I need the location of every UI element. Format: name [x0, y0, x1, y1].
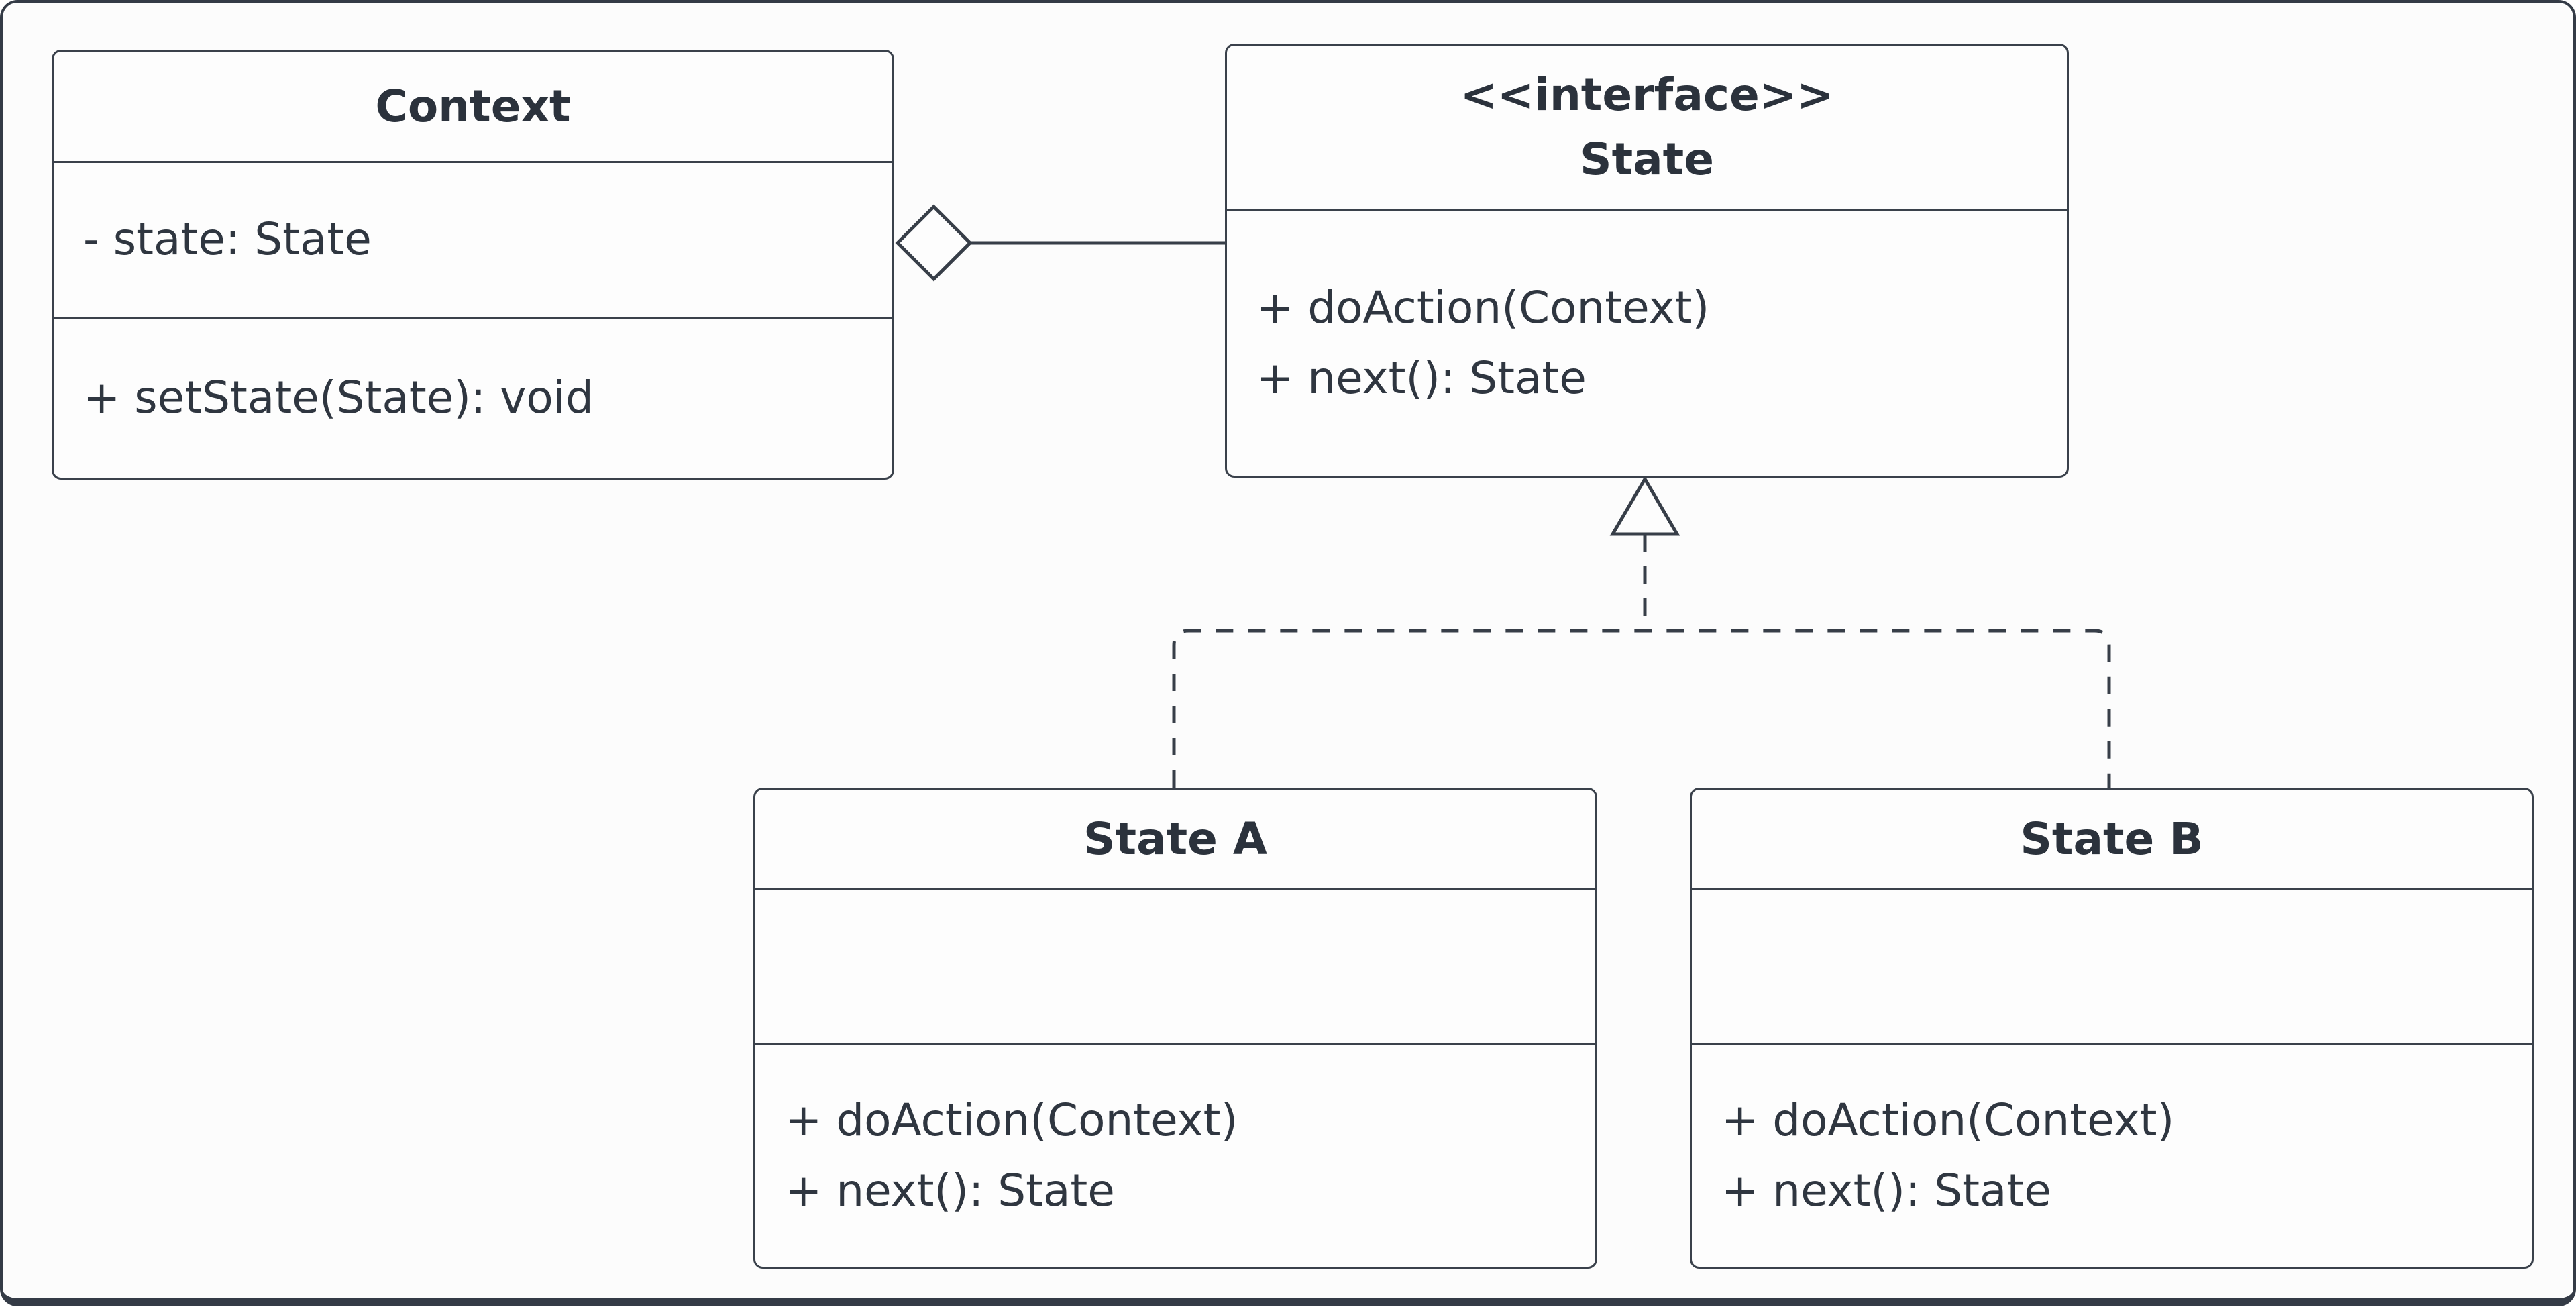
- class-method: + next(): State: [785, 1164, 1115, 1216]
- class-method: + doAction(Context): [1721, 1094, 2175, 1147]
- class-box-state-a[interactable]: State A + doAction(Context) + next(): St…: [753, 788, 1597, 1269]
- class-box-state-b[interactable]: State B + doAction(Context) + next(): St…: [1690, 788, 2534, 1269]
- class-method: + doAction(Context): [785, 1094, 1238, 1147]
- class-attributes-context: - state: State: [54, 161, 892, 317]
- class-methods-state-a: + doAction(Context) + next(): State: [755, 1043, 1595, 1267]
- class-title-state-interface: <<interface>> State: [1227, 46, 2067, 209]
- class-name: Context: [375, 80, 571, 132]
- class-box-state-interface[interactable]: <<interface>> State + doAction(Context) …: [1225, 44, 2069, 478]
- class-method: + setState(State): void: [83, 372, 594, 424]
- realization-edge-states-to-interface[interactable]: [1172, 476, 2111, 788]
- class-name: State B: [2020, 813, 2204, 865]
- aggregation-edge-context-state[interactable]: [895, 204, 1225, 282]
- class-method: + next(): State: [1721, 1164, 2051, 1216]
- class-method: + doAction(Context): [1256, 282, 1710, 334]
- class-name: State A: [1083, 813, 1267, 865]
- class-attributes-state-a: [755, 888, 1595, 1043]
- class-stereotype: <<interface>>: [1460, 68, 1834, 121]
- class-attributes-state-b: [1692, 888, 2532, 1043]
- class-methods-context: + setState(State): void: [54, 317, 892, 478]
- class-box-context[interactable]: Context - state: State + setState(State)…: [52, 50, 894, 480]
- class-methods-state-interface: + doAction(Context) + next(): State: [1227, 209, 2067, 476]
- class-methods-state-b: + doAction(Context) + next(): State: [1692, 1043, 2532, 1267]
- class-method: + next(): State: [1256, 352, 1587, 404]
- class-title-state-a: State A: [755, 790, 1595, 888]
- hollow-triangle-icon: [1609, 476, 1680, 536]
- realization-branch-line: [1172, 629, 2111, 788]
- hollow-diamond-icon: [895, 204, 973, 282]
- class-attribute: - state: State: [83, 213, 372, 266]
- class-title-state-b: State B: [1692, 790, 2532, 888]
- class-title-context: Context: [54, 52, 892, 161]
- class-name: State: [1580, 133, 1714, 185]
